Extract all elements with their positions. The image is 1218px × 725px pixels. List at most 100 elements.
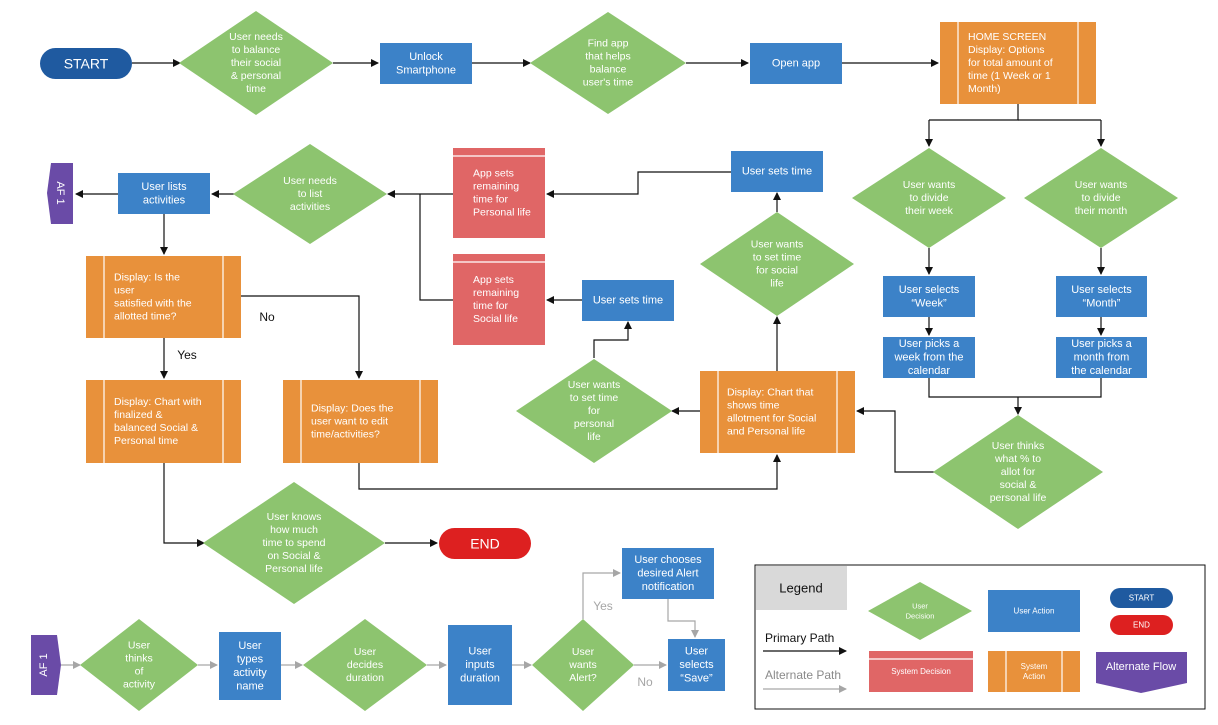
af1-connector-left: AF 1 [47,163,73,224]
node-label: for social [756,265,798,277]
satisfied-system-shape [86,256,241,338]
node-label: Personal time [114,435,178,447]
node-label: month from [1074,352,1130,364]
primary-path-connector [241,295,363,379]
node-label: to set time [753,252,802,264]
node-label: System [1021,662,1048,671]
divide-week-decision-shape [852,148,1006,248]
node-label: life [770,278,784,290]
legend-alt-flow-label: Alternate Flow [1106,661,1176,673]
no-edge-label: No [259,310,275,324]
node-label: decides [347,659,383,671]
node-label: to divide [909,192,948,204]
node-label: to set time [570,392,619,404]
app-sets-social-system-shape [453,254,545,345]
alt-yes-label: Yes [593,599,613,613]
legend-action: User Action [988,590,1080,632]
node-label: of [135,666,144,678]
node-label: “Save” [680,673,713,685]
legend-system-action-shape [988,651,1080,692]
alternate-path-connector [582,569,621,619]
node-label: Unlock [409,51,443,63]
need-list-decision-shape [233,144,387,244]
node-label: Decision [906,612,935,621]
legend-title: Legend [779,581,822,596]
node-label: user's time [583,77,634,89]
node-label: finalized & [114,409,162,421]
node-label: to list [298,188,323,200]
start-terminal-shape [40,48,132,79]
node-label: App sets [473,274,514,286]
node-label: HOME SCREEN [968,31,1046,43]
node-label: life [587,431,601,443]
select-week-action-shape [883,276,975,317]
node-label: Social life [473,313,518,325]
node-label: User wants [751,239,804,251]
node-label: time for [473,300,509,312]
legend-start: START [1110,588,1173,608]
legend-action-shape [988,590,1080,632]
node-label: desired Alert [637,568,698,580]
legend-start-shape [1110,588,1173,608]
select-month-action: User selects“Month” [1056,276,1147,317]
node-label: User needs [229,31,283,43]
primary-path-connector [358,454,781,490]
node-label: User [128,640,151,652]
node-label: duration [346,672,384,684]
chart-final-system-shape [86,380,241,463]
node-label: for [588,405,601,417]
node-label: calendar [908,365,951,377]
node-label: User [685,646,709,658]
node-label: time (1 Week or 1 [968,70,1051,82]
node-label: System Decision [891,667,951,676]
app-sets-personal-system-shape [453,148,545,238]
node-label: their week [905,205,954,217]
legend-alt-flow: Alternate Flow [1096,652,1187,693]
node-label: time for [473,194,509,206]
node-label: that helps [585,51,631,63]
node-label: wants [568,659,596,671]
node-label: notification [642,581,695,593]
node-label: User lists [141,181,187,193]
node-label: personal [574,418,614,430]
node-label: name [236,680,264,692]
node-label: on Social & [267,550,320,562]
node-label: User picks a [1071,338,1132,350]
node-label: allotment for Social [727,413,816,425]
node-label: Personal life [265,563,323,575]
sets-time-top-action-shape [731,151,823,192]
node-label: Alert? [569,672,597,684]
node-label: shows time [727,400,780,412]
node-label: duration [460,673,500,685]
node-label: and Personal life [727,426,805,438]
set-personal-decision-shape [516,359,672,463]
node-label: social & [1000,479,1037,491]
node-label: User sets time [593,295,663,307]
node-label: for total amount of [968,57,1053,69]
legend-alternate-label: Alternate Path [765,668,841,682]
node-label: User wants [568,379,621,391]
node-label: User selects [899,284,960,296]
legend-decision-shape [868,582,972,640]
af1-connector-bottom: AF 1 [31,635,61,695]
node-label: Personal life [473,207,531,219]
node-label: User [238,640,262,652]
node-label: & personal [231,70,281,82]
node-label: activity [233,667,267,679]
node-label: User needs [283,175,337,187]
